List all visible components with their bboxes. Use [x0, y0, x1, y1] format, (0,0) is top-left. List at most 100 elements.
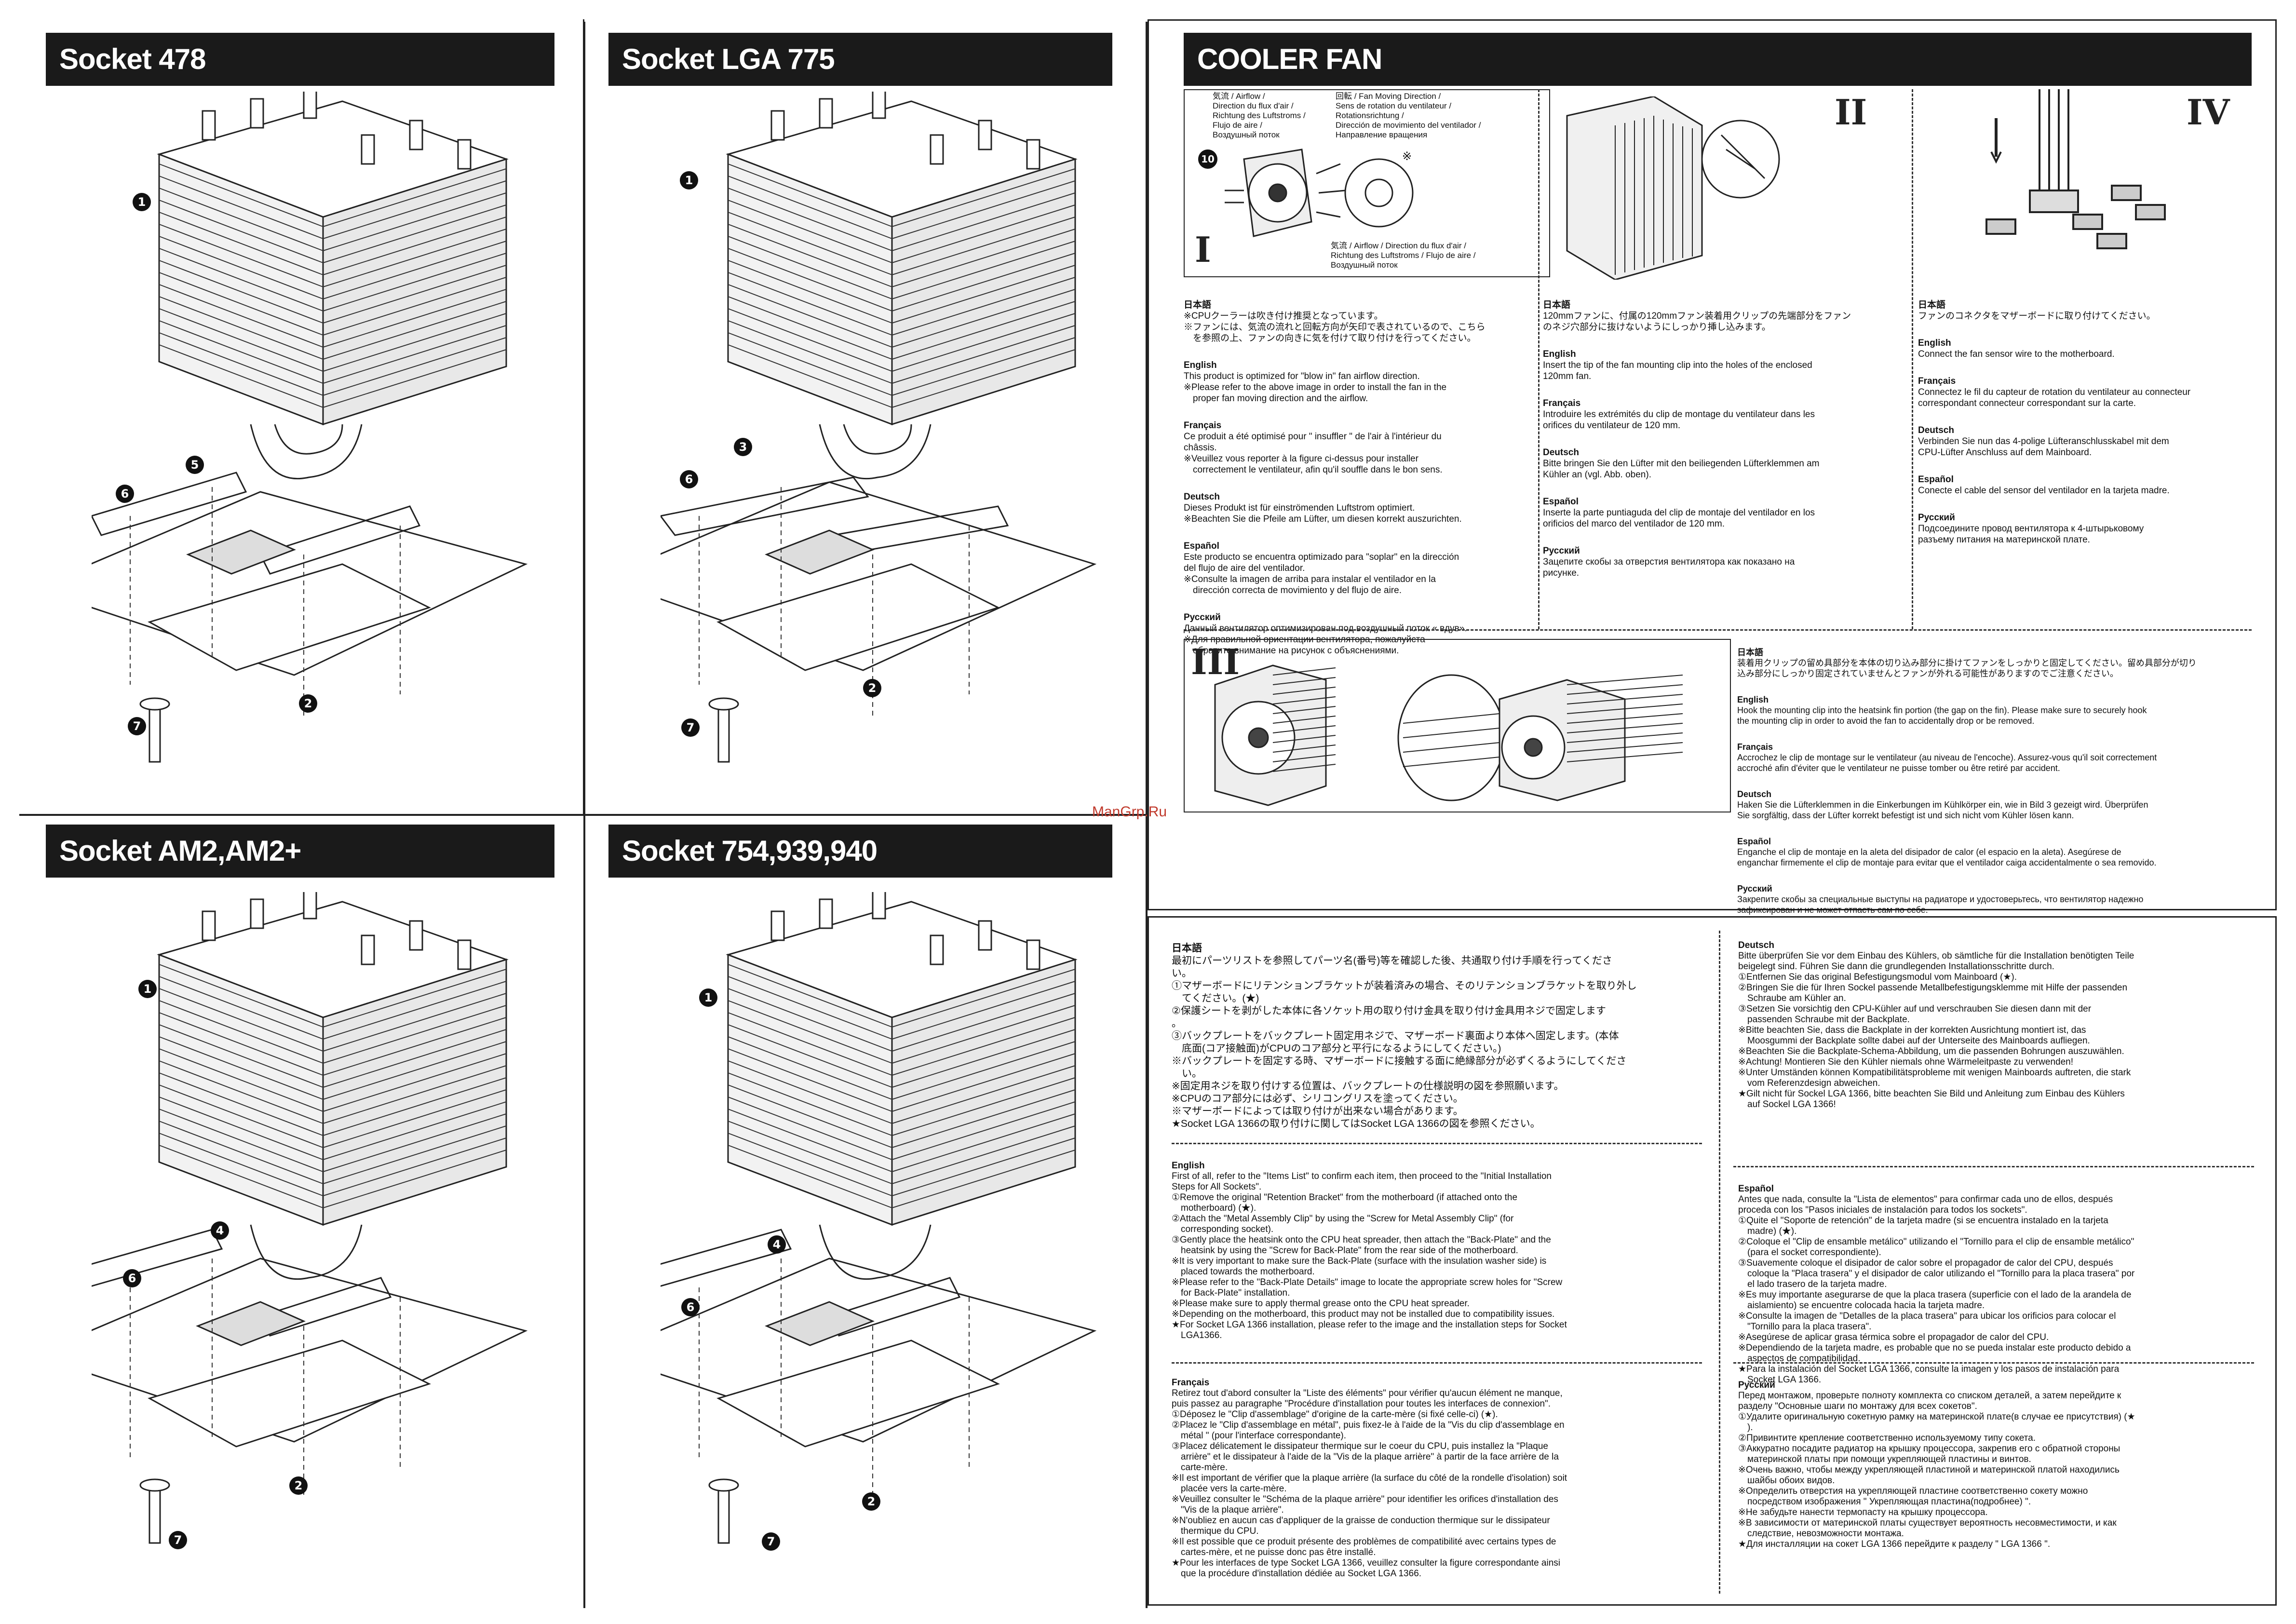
divider-sections-row: [1184, 629, 2252, 631]
para-fr: Introduire les extrémités du clip de mon…: [1543, 409, 1815, 431]
para-es: Inserte la parte puntiaguda del clip de …: [1543, 508, 1815, 529]
para-ru: Данный вентилятор оптимизирован под возд…: [1184, 623, 1467, 656]
socket-754-diagram: [661, 892, 1097, 1544]
socket-am2-title: Socket AM2,AM2+: [46, 825, 554, 878]
lang-de: Deutsch: [1918, 425, 1954, 435]
install-japanese: 日本語最初にパーツリストを参照してパーツ名(番号)等を確認した後、共通取り付け手…: [1172, 925, 1702, 1143]
lang-en: English: [1737, 695, 1769, 704]
para-ru: Закрепите скобы за специальные выступы н…: [1737, 894, 2144, 915]
cooler-panel-3: [1184, 639, 1731, 812]
para-ru: Подсоедините провод вентилятора к 4-штыр…: [1918, 524, 2144, 545]
lang-ja: 日本語: [1543, 300, 1571, 310]
lang-es: Español: [1738, 1184, 1774, 1194]
fan-illustration-1: [1225, 149, 1414, 237]
callout-6-754: 6: [681, 1298, 700, 1316]
callout-10-panel1: 10: [1198, 149, 1217, 169]
para-en: First of all, refer to the "Items List" …: [1172, 1171, 1567, 1340]
fan-clip-illustration: [1214, 664, 1683, 806]
para-de: Verbinden Sie nun das 4-polige Lüfterans…: [1918, 436, 2169, 458]
para-ja: 装着用クリップの留め具部分を本体の切り込み部分に掛けてファンをしっかりと固定して…: [1737, 658, 2197, 678]
bottom-airflow-label: 気流 / Airflow / Direction du flux d'air /…: [1331, 241, 1476, 270]
lang-ru: Русский: [1738, 1380, 1775, 1390]
lang-ru: Русский: [1737, 884, 1772, 893]
lang-fr: Français: [1918, 376, 1956, 386]
lang-es: Español: [1184, 541, 1219, 551]
para-fr: Ce produit a été optimisé pour " insuffl…: [1184, 432, 1443, 475]
lang-fr: Français: [1737, 742, 1773, 752]
lang-ja: 日本語: [1918, 300, 1946, 310]
roman-numeral-3: III: [1191, 641, 1240, 682]
cooler-fan-title: COOLER FAN: [1184, 33, 2252, 86]
callout-1-lga775: 1: [680, 171, 698, 189]
socket-am2-diagram: [92, 892, 528, 1544]
para-en: Connect the fan sensor wire to the mothe…: [1918, 349, 2115, 359]
para-es: Este producto se encuentra optimizado pa…: [1184, 552, 1459, 595]
cooler-section-1-text: 日本語※CPUクーラーは吹き付け推奨となっています。 ※ファンには、気流の流れと…: [1184, 284, 1524, 667]
para-ja: ※CPUクーラーは吹き付け推奨となっています。 ※ファンには、気流の流れと回転方…: [1184, 311, 1486, 343]
install-divider-vertical: [1719, 931, 1720, 1594]
callout-1-754: 1: [699, 988, 717, 1007]
para-de: Bitte überprüfen Sie vor dem Einbau des …: [1738, 951, 2134, 1110]
lang-en: English: [1543, 349, 1576, 359]
para-es: Conecte el cable del sensor del ventilad…: [1918, 486, 2170, 496]
fan-illustration-2: [1566, 96, 1780, 280]
fan-connector-illustration: [1985, 89, 2166, 249]
airflow-label: 気流 / Airflow / Direction du flux d'air /…: [1213, 92, 1306, 139]
callout-2-lga775: 2: [863, 679, 881, 697]
install-divider-left-1: [1172, 1143, 1702, 1144]
callout-3-lga775: 3: [734, 438, 752, 456]
callout-4-754: 4: [768, 1235, 786, 1254]
para-es: Enganche el clip de montaje en la aleta …: [1737, 847, 2157, 867]
rotation-label: 回転 / Fan Moving Direction / Sens de rota…: [1336, 92, 1481, 139]
roman-numeral-1: I: [1195, 229, 1211, 270]
para-ja: 120mmファンに、付属の120mmファン装着用クリップの先端部分をファン のネ…: [1543, 311, 1851, 332]
socket-478-title: Socket 478: [46, 33, 554, 86]
socket-lga775-diagram: [661, 92, 1097, 763]
callout-5-socket478: 5: [186, 456, 204, 474]
callout-7-am2: 7: [169, 1531, 187, 1549]
lang-ru: Русский: [1543, 546, 1580, 556]
install-divider-right-1: [1733, 1166, 2254, 1167]
para-de: Haken Sie die Lüfterklemmen in die Einke…: [1737, 800, 2148, 820]
lang-ja: 日本語: [1172, 943, 1202, 954]
note-mark: ※: [1402, 150, 1412, 163]
lang-es: Español: [1918, 474, 1954, 485]
callout-6-am2: 6: [123, 1269, 141, 1287]
lang-en: English: [1172, 1161, 1205, 1171]
para-ja: 最初にパーツリストを参照してパーツ名(番号)等を確認した後、共通取り付け手順を行…: [1172, 955, 1637, 1129]
lang-ru: Русский: [1184, 612, 1221, 623]
lang-en: English: [1918, 338, 1951, 348]
callout-7-lga775: 7: [681, 718, 700, 737]
lang-de: Deutsch: [1738, 940, 1774, 950]
horizontal-divider-left: [19, 814, 1148, 816]
callout-6-lga775: 6: [680, 470, 698, 488]
cooler-panel-1: [1184, 89, 1550, 277]
lang-en: English: [1184, 360, 1217, 370]
callout-1-am2: 1: [138, 980, 157, 998]
lang-es: Español: [1737, 837, 1771, 846]
para-es: Antes que nada, consulte la "Lista de el…: [1738, 1194, 2135, 1385]
install-divider-left-2: [1172, 1362, 1702, 1364]
divider-1-2: [1538, 89, 1540, 629]
callout-7-socket478: 7: [128, 717, 146, 735]
para-en: Hook the mounting clip into the heatsink…: [1737, 705, 2147, 726]
lang-es: Español: [1543, 497, 1579, 507]
para-ru: Перед монтажом, проверьте полноту компле…: [1738, 1391, 2135, 1549]
para-de: Bitte bringen Sie den Lüfter mit den bei…: [1543, 459, 1820, 480]
lang-ru: Русский: [1918, 513, 1955, 523]
callout-2-socket478: 2: [299, 694, 317, 713]
para-ru: Зацепите скобы за отверстия вентилятора …: [1543, 557, 1795, 578]
lang-fr: Français: [1543, 398, 1581, 408]
lang-fr: Français: [1172, 1378, 1210, 1388]
callout-1-socket478: 1: [133, 193, 151, 211]
cooler-fan-frame: [1148, 19, 2277, 910]
para-de: Dieses Produkt ist für einströmenden Luf…: [1184, 503, 1462, 524]
lang-de: Deutsch: [1737, 789, 1772, 799]
socket-lga775-title: Socket LGA 775: [608, 33, 1112, 86]
